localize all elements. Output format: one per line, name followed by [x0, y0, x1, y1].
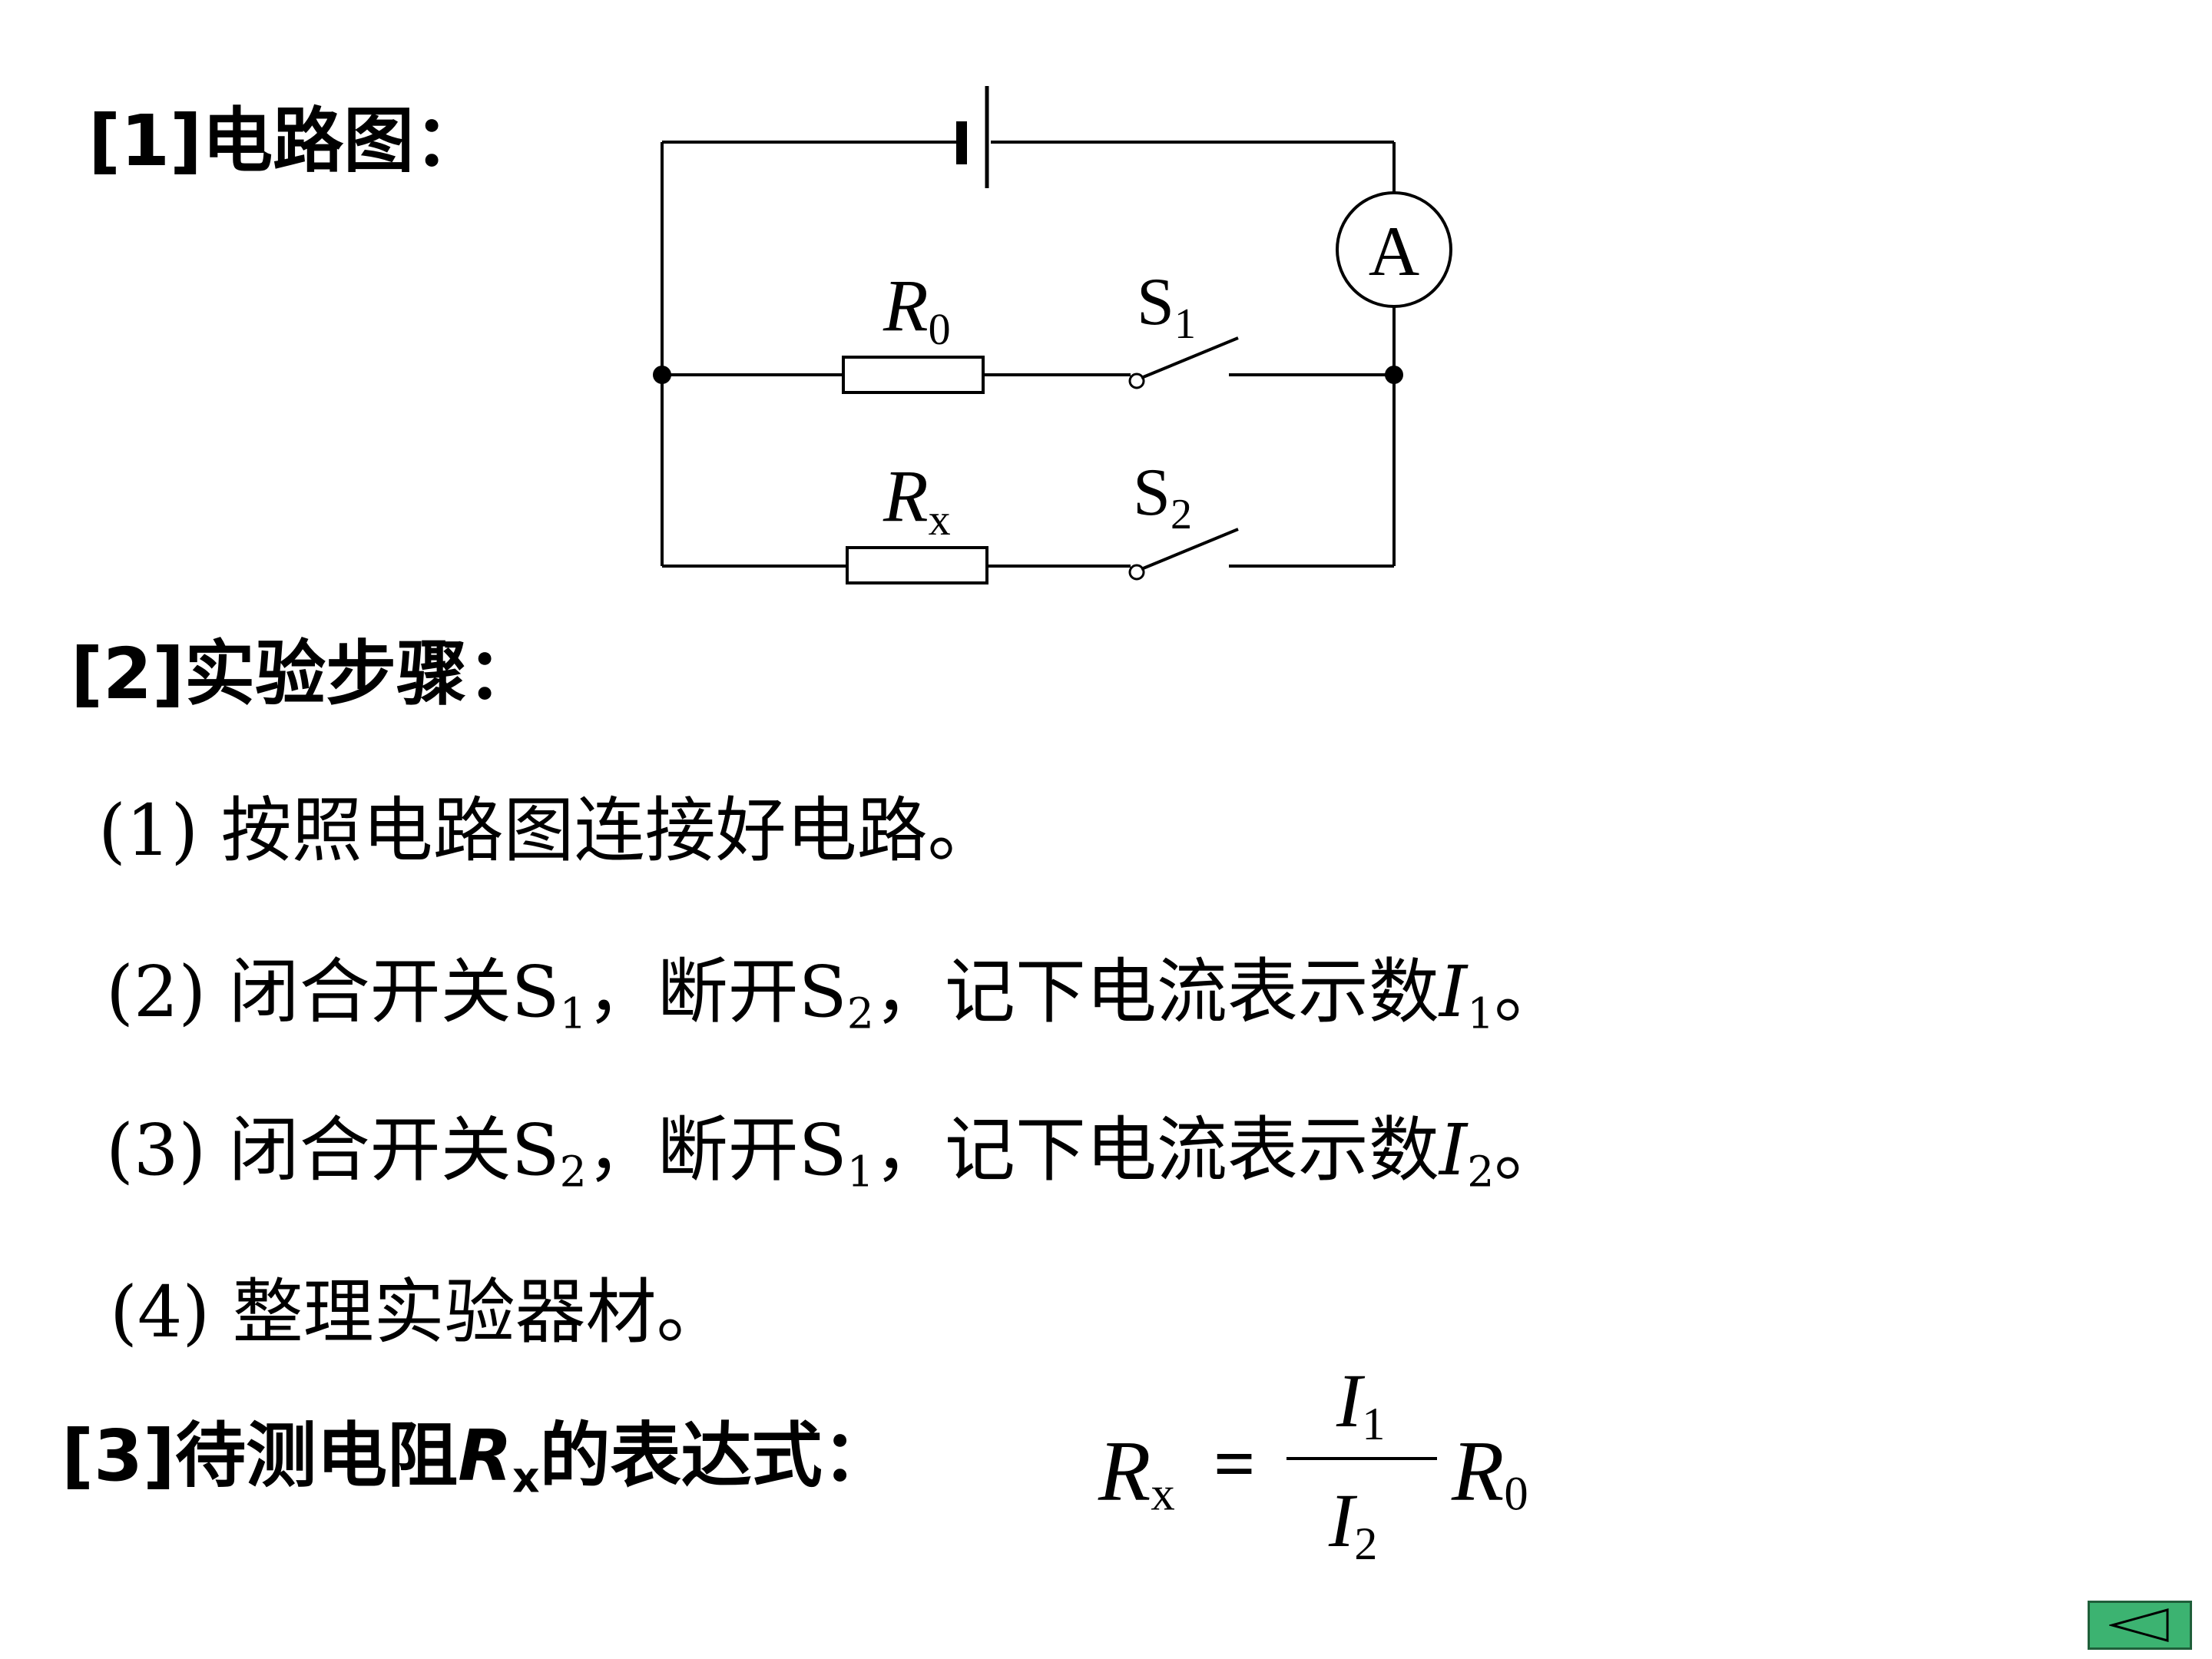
- formula-denominator: I2: [1329, 1478, 1378, 1569]
- switch-s1-lever: [1141, 336, 1239, 379]
- resistor-r0: [842, 356, 985, 394]
- section-1-heading: [1]电路图：: [88, 100, 485, 182]
- resistor-rx: [846, 546, 988, 584]
- step-3: (3) 闭合开关S2，断开S1，记下电流表示数I2。: [106, 1109, 1565, 1197]
- section-3-heading: [3]待测电阻Rx的表达式：: [61, 1415, 893, 1503]
- ammeter-circle: [1336, 191, 1452, 308]
- section-2-heading: [2]实验步骤：: [71, 633, 538, 715]
- junction-right: [1385, 366, 1403, 384]
- previous-slide-button[interactable]: [2088, 1601, 2192, 1650]
- switch-s2-lever: [1141, 528, 1239, 571]
- label-s2: S2: [1133, 455, 1192, 538]
- formula-lhs: Rx: [1098, 1424, 1175, 1521]
- label-s1: S1: [1137, 265, 1196, 348]
- step-2: (2) 闭合开关S1，断开S2，记下电流表示数I1。: [106, 951, 1565, 1039]
- label-r0: R0: [882, 264, 951, 354]
- switch-s2-contact: [1128, 564, 1145, 581]
- step-1: (1) 按照电路图连接好电路。: [98, 790, 998, 872]
- formula-equals: =: [1214, 1422, 1256, 1505]
- label-rx: Rx: [882, 455, 951, 545]
- battery-short-plate: [956, 121, 967, 164]
- switch-s1-contact: [1128, 373, 1145, 389]
- ammeter-label: A: [1369, 212, 1419, 290]
- formula-rhs: R0: [1452, 1424, 1528, 1521]
- resistance-formula: Rx = I1 I2 R0: [1098, 1363, 1575, 1582]
- formula-numerator: I1: [1336, 1358, 1386, 1449]
- step-4: (4) 整理实验器材。: [110, 1271, 727, 1353]
- triangle-left-icon: [2109, 1608, 2169, 1642]
- junction-left: [653, 366, 671, 384]
- fraction-bar: [1286, 1457, 1437, 1460]
